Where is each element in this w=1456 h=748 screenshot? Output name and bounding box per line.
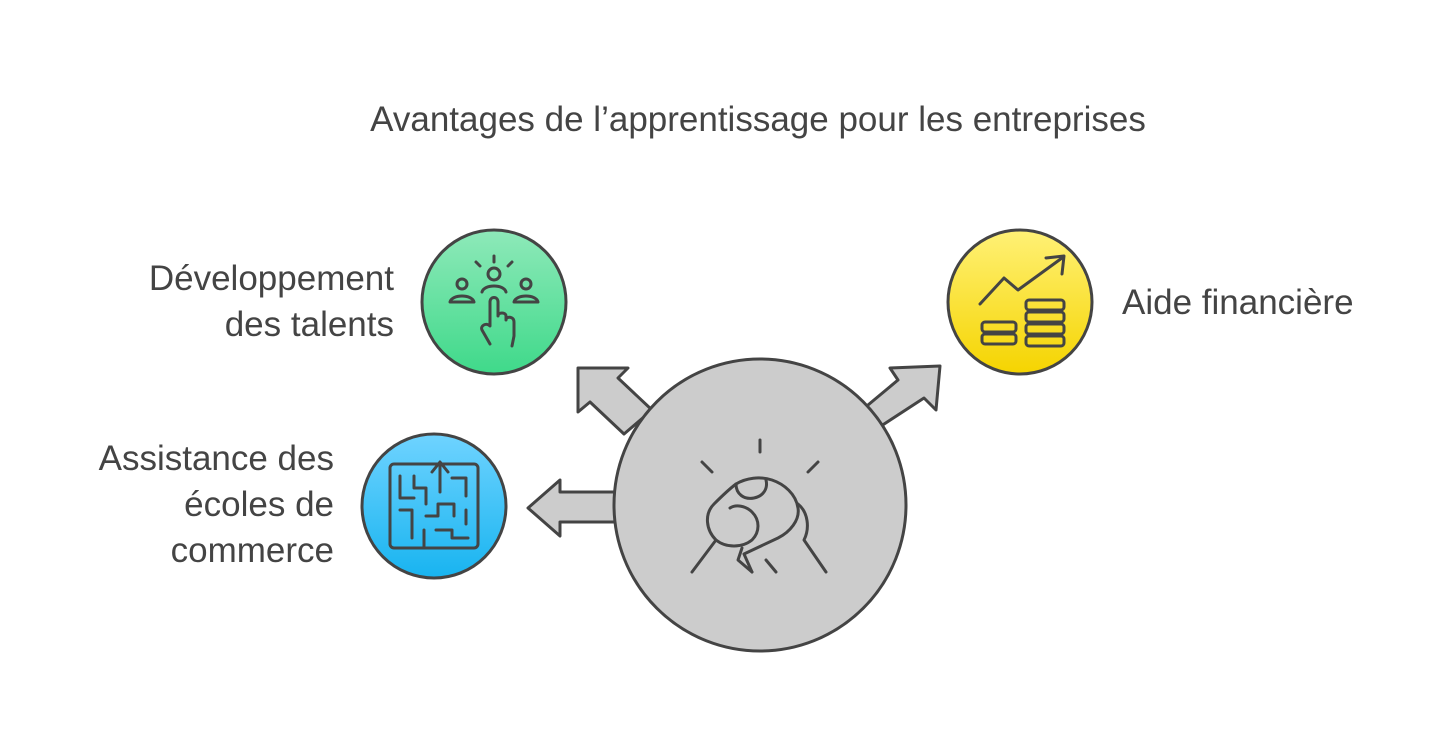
arrow-to-finance bbox=[860, 364, 942, 430]
team-selection-icon bbox=[448, 254, 540, 348]
talents-label-line: des talents bbox=[224, 305, 394, 344]
talents-label: Développement des talents bbox=[60, 256, 394, 348]
arrow-to-talents bbox=[576, 366, 654, 436]
finance-label: Aide financière bbox=[1122, 280, 1422, 326]
handshake-icon bbox=[690, 438, 828, 574]
talents-node bbox=[420, 228, 568, 376]
schools-label-line: commerce bbox=[170, 531, 334, 570]
talents-label-line: Développement bbox=[148, 259, 394, 298]
center-node bbox=[612, 357, 908, 653]
maze-icon bbox=[388, 460, 480, 550]
schools-node bbox=[360, 432, 508, 580]
schools-label: Assistance des écoles de commerce bbox=[20, 436, 334, 574]
arrow-to-schools bbox=[526, 478, 618, 538]
growth-coins-icon bbox=[978, 254, 1066, 348]
schools-label-line: écoles de bbox=[184, 485, 334, 524]
schools-label-line: Assistance des bbox=[98, 439, 334, 478]
diagram-title: Avantages de l’apprentissage pour les en… bbox=[370, 100, 1146, 139]
finance-node bbox=[946, 228, 1094, 376]
finance-label-line: Aide financière bbox=[1122, 283, 1354, 322]
